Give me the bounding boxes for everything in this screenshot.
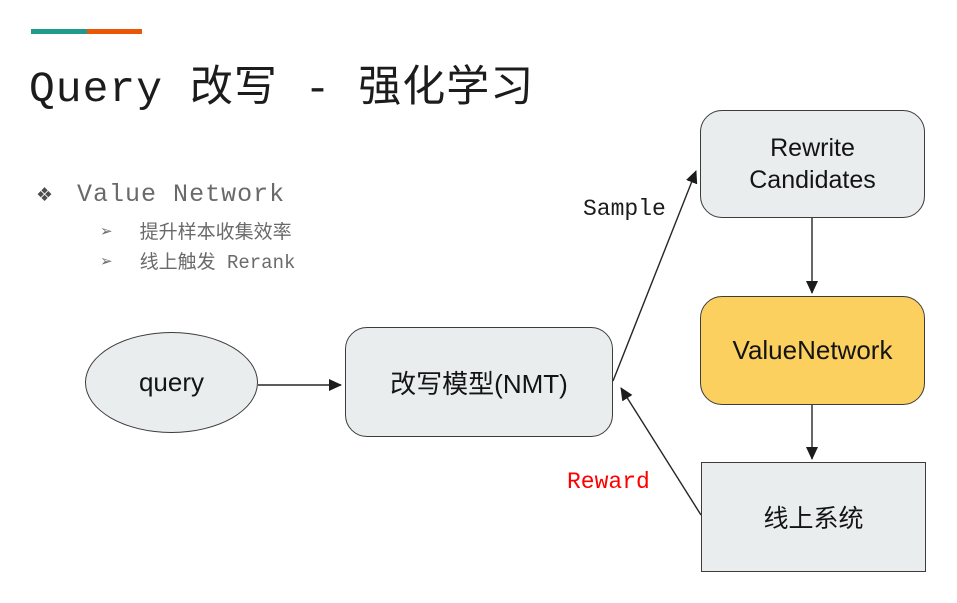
outline-sub-item: ➢ 线上触发 Rerank bbox=[100, 247, 296, 275]
page-title: Query 改写 - 强化学习 bbox=[29, 65, 535, 114]
edge-reward bbox=[620, 387, 702, 516]
node-rewrite-model: 改写模型(NMT) bbox=[345, 327, 613, 437]
outline-sub-item: ➢ 提升样本收集效率 bbox=[100, 217, 292, 245]
outline-sub-item-label: 提升样本收集效率 bbox=[139, 222, 292, 244]
node-value-network: ValueNetwork bbox=[700, 296, 925, 405]
arrow-bullet-icon: ➢ bbox=[100, 251, 113, 270]
node-online-system: 线上系统 bbox=[701, 462, 926, 572]
diamond-bullet-icon: ❖ bbox=[36, 183, 54, 206]
outline-heading: Value Network bbox=[77, 180, 286, 209]
node-rewrite-candidates: Rewrite Candidates bbox=[700, 110, 925, 218]
edge-label-sample: Sample bbox=[583, 196, 666, 222]
node-query: query bbox=[85, 332, 258, 433]
accent-bar-orange bbox=[87, 29, 142, 34]
outline-sub-item-label: 线上触发 Rerank bbox=[139, 252, 296, 274]
accent-bar-teal bbox=[31, 29, 87, 34]
outline-heading-row: ❖ Value Network bbox=[36, 180, 285, 209]
edge-label-reward: Reward bbox=[567, 469, 650, 495]
arrow-bullet-icon: ➢ bbox=[100, 221, 113, 240]
